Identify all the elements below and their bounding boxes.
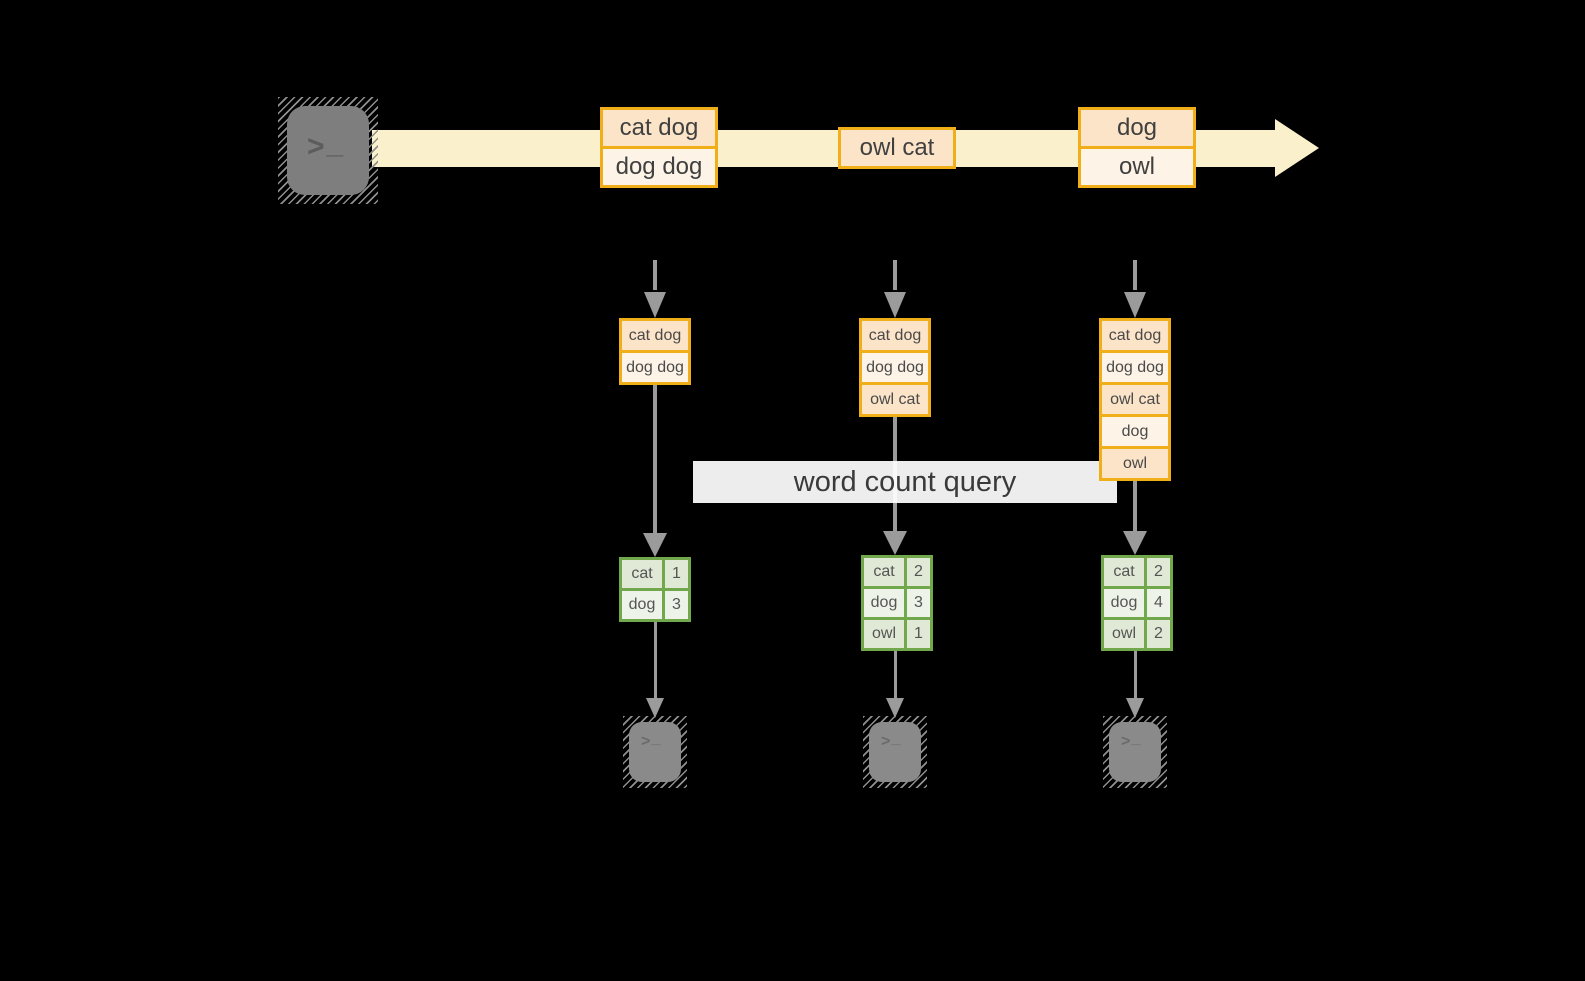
trigger-arrow-dash [653,260,657,290]
stream-batch-3: dog owl [1078,107,1196,188]
flow-arrowhead-icon [643,533,667,557]
query-label: word count query [693,461,1117,503]
window-input-2: cat dog dog dog owl cat [859,318,931,417]
count-cell: 2 [1144,617,1173,651]
word-cell: cat [619,557,665,591]
stream-batch-2: owl cat [838,127,956,169]
output-arrow-line [1134,651,1137,700]
word-cell: owl [861,617,907,651]
output-arrowhead-icon [1126,698,1144,718]
terminal-screen: >_ [287,106,369,195]
stream-record: dog dog [600,146,718,188]
trigger-arrowhead-icon [1124,292,1146,318]
flow-arrow-line [653,385,657,535]
table-row: dog 3 [861,586,933,620]
table-row: cat 2 [861,555,933,589]
window-input-1: cat dog dog dog [619,318,691,385]
table-row: cat 1 [619,557,691,591]
terminal-prompt-icon: >_ [307,127,346,163]
window-record: dog dog [619,350,691,385]
count-cell: 2 [1144,555,1173,589]
word-cell: dog [861,586,907,620]
table-row: owl 1 [861,617,933,651]
window-record: cat dog [619,318,691,353]
terminal-screen: >_ [1109,722,1161,782]
word-count-table-2: cat 2 dog 3 owl 1 [861,555,933,651]
sink-terminal-icon: >_ [1103,716,1167,788]
table-row: dog 4 [1101,586,1173,620]
count-cell: 3 [904,586,933,620]
count-cell: 3 [662,588,691,622]
count-cell: 1 [662,557,691,591]
word-cell: cat [1101,555,1147,589]
word-cell: dog [619,588,665,622]
table-row: owl 2 [1101,617,1173,651]
table-row: cat 2 [1101,555,1173,589]
terminal-prompt-icon: >_ [641,730,662,750]
trigger-arrowhead-icon [644,292,666,318]
count-cell: 1 [904,617,933,651]
stream-record: owl [1078,146,1196,188]
window-record: dog dog [1099,350,1171,385]
stream-record: cat dog [600,107,718,149]
window-record: dog dog [859,350,931,385]
output-arrowhead-icon [886,698,904,718]
window-record: cat dog [859,318,931,353]
trigger-arrow-dash [1133,260,1137,290]
window-input-3: cat dog dog dog owl cat dog owl [1099,318,1171,481]
stream-batch-1: cat dog dog dog [600,107,718,188]
terminal-screen: >_ [629,722,681,782]
trigger-arrowhead-icon [884,292,906,318]
word-count-table-1: cat 1 dog 3 [619,557,691,622]
window-record: owl cat [1099,382,1171,417]
output-arrow-line [894,651,897,700]
terminal-prompt-icon: >_ [881,730,902,750]
sink-terminal-icon: >_ [623,716,687,788]
source-terminal-icon: >_ [278,97,378,204]
word-count-table-3: cat 2 dog 4 owl 2 [1101,555,1173,651]
flow-arrow-line [1133,481,1137,533]
word-cell: owl [1101,617,1147,651]
table-row: dog 3 [619,588,691,622]
stream-arrowhead-icon [1275,119,1319,177]
window-record: cat dog [1099,318,1171,353]
stream-record: owl cat [838,127,956,169]
word-cell: dog [1101,586,1147,620]
terminal-screen: >_ [869,722,921,782]
terminal-prompt-icon: >_ [1121,730,1142,750]
output-arrow-line [654,622,657,700]
window-record: dog [1099,414,1171,449]
flow-arrowhead-icon [883,531,907,555]
count-cell: 2 [904,555,933,589]
count-cell: 4 [1144,586,1173,620]
window-record: owl [1099,446,1171,481]
flow-arrowhead-icon [1123,531,1147,555]
trigger-arrow-dash [893,260,897,290]
sink-terminal-icon: >_ [863,716,927,788]
word-cell: cat [861,555,907,589]
stream-record: dog [1078,107,1196,149]
output-arrowhead-icon [646,698,664,718]
window-record: owl cat [859,382,931,417]
